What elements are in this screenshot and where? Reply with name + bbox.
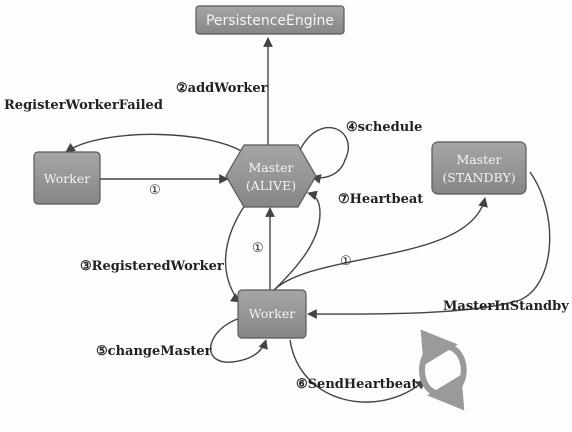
persistence-engine-node: PersistenceEngine — [195, 5, 345, 35]
master-standby-label-line1: Master — [456, 152, 501, 167]
edge-send-heartbeat — [289, 339, 426, 403]
edge-schedule-loop — [299, 126, 349, 184]
label-register-center: ① — [252, 241, 264, 256]
master-alive-node: Master (ALIVE) — [225, 144, 317, 208]
edge-master-in-standby — [307, 171, 551, 319]
master-standby-node: Master (STANDBY) — [431, 141, 527, 195]
master-standby-label-line2: (STANDBY) — [442, 170, 515, 185]
master-alive-label-line1: Master — [248, 160, 293, 175]
edge-heartbeat — [271, 190, 321, 293]
label-change-master: ⑤changeMaster — [96, 344, 212, 359]
edge-register-standby — [271, 197, 488, 293]
worker-left-label: Worker — [44, 171, 90, 186]
label-registered-worker: ③RegisteredWorker — [80, 259, 224, 274]
label-add-worker: ②addWorker — [176, 81, 268, 96]
master-alive-label-line2: (ALIVE) — [246, 178, 296, 193]
worker-center-node: Worker — [237, 289, 307, 339]
worker-left-node: Worker — [33, 151, 101, 205]
label-register-worker-failed: RegisterWorkerFailed — [4, 98, 163, 113]
refresh-loop-icon — [419, 329, 467, 411]
edge-registered-worker — [224, 204, 246, 303]
edge-register-worker-failed — [65, 133, 249, 156]
label-heartbeat: ⑦Heartbeat — [338, 192, 423, 207]
label-master-in-standby: MasterInStandby — [443, 299, 569, 314]
label-schedule: ④schedule — [346, 120, 422, 135]
label-register-standby: ① — [340, 254, 352, 269]
label-register-left: ① — [149, 183, 161, 198]
worker-center-label: Worker — [249, 306, 295, 321]
edge-change-master-loop — [209, 317, 268, 363]
label-send-heartbeat: ⑥SendHeartbeat — [296, 377, 417, 392]
persistence-engine-label: PersistenceEngine — [206, 13, 334, 29]
